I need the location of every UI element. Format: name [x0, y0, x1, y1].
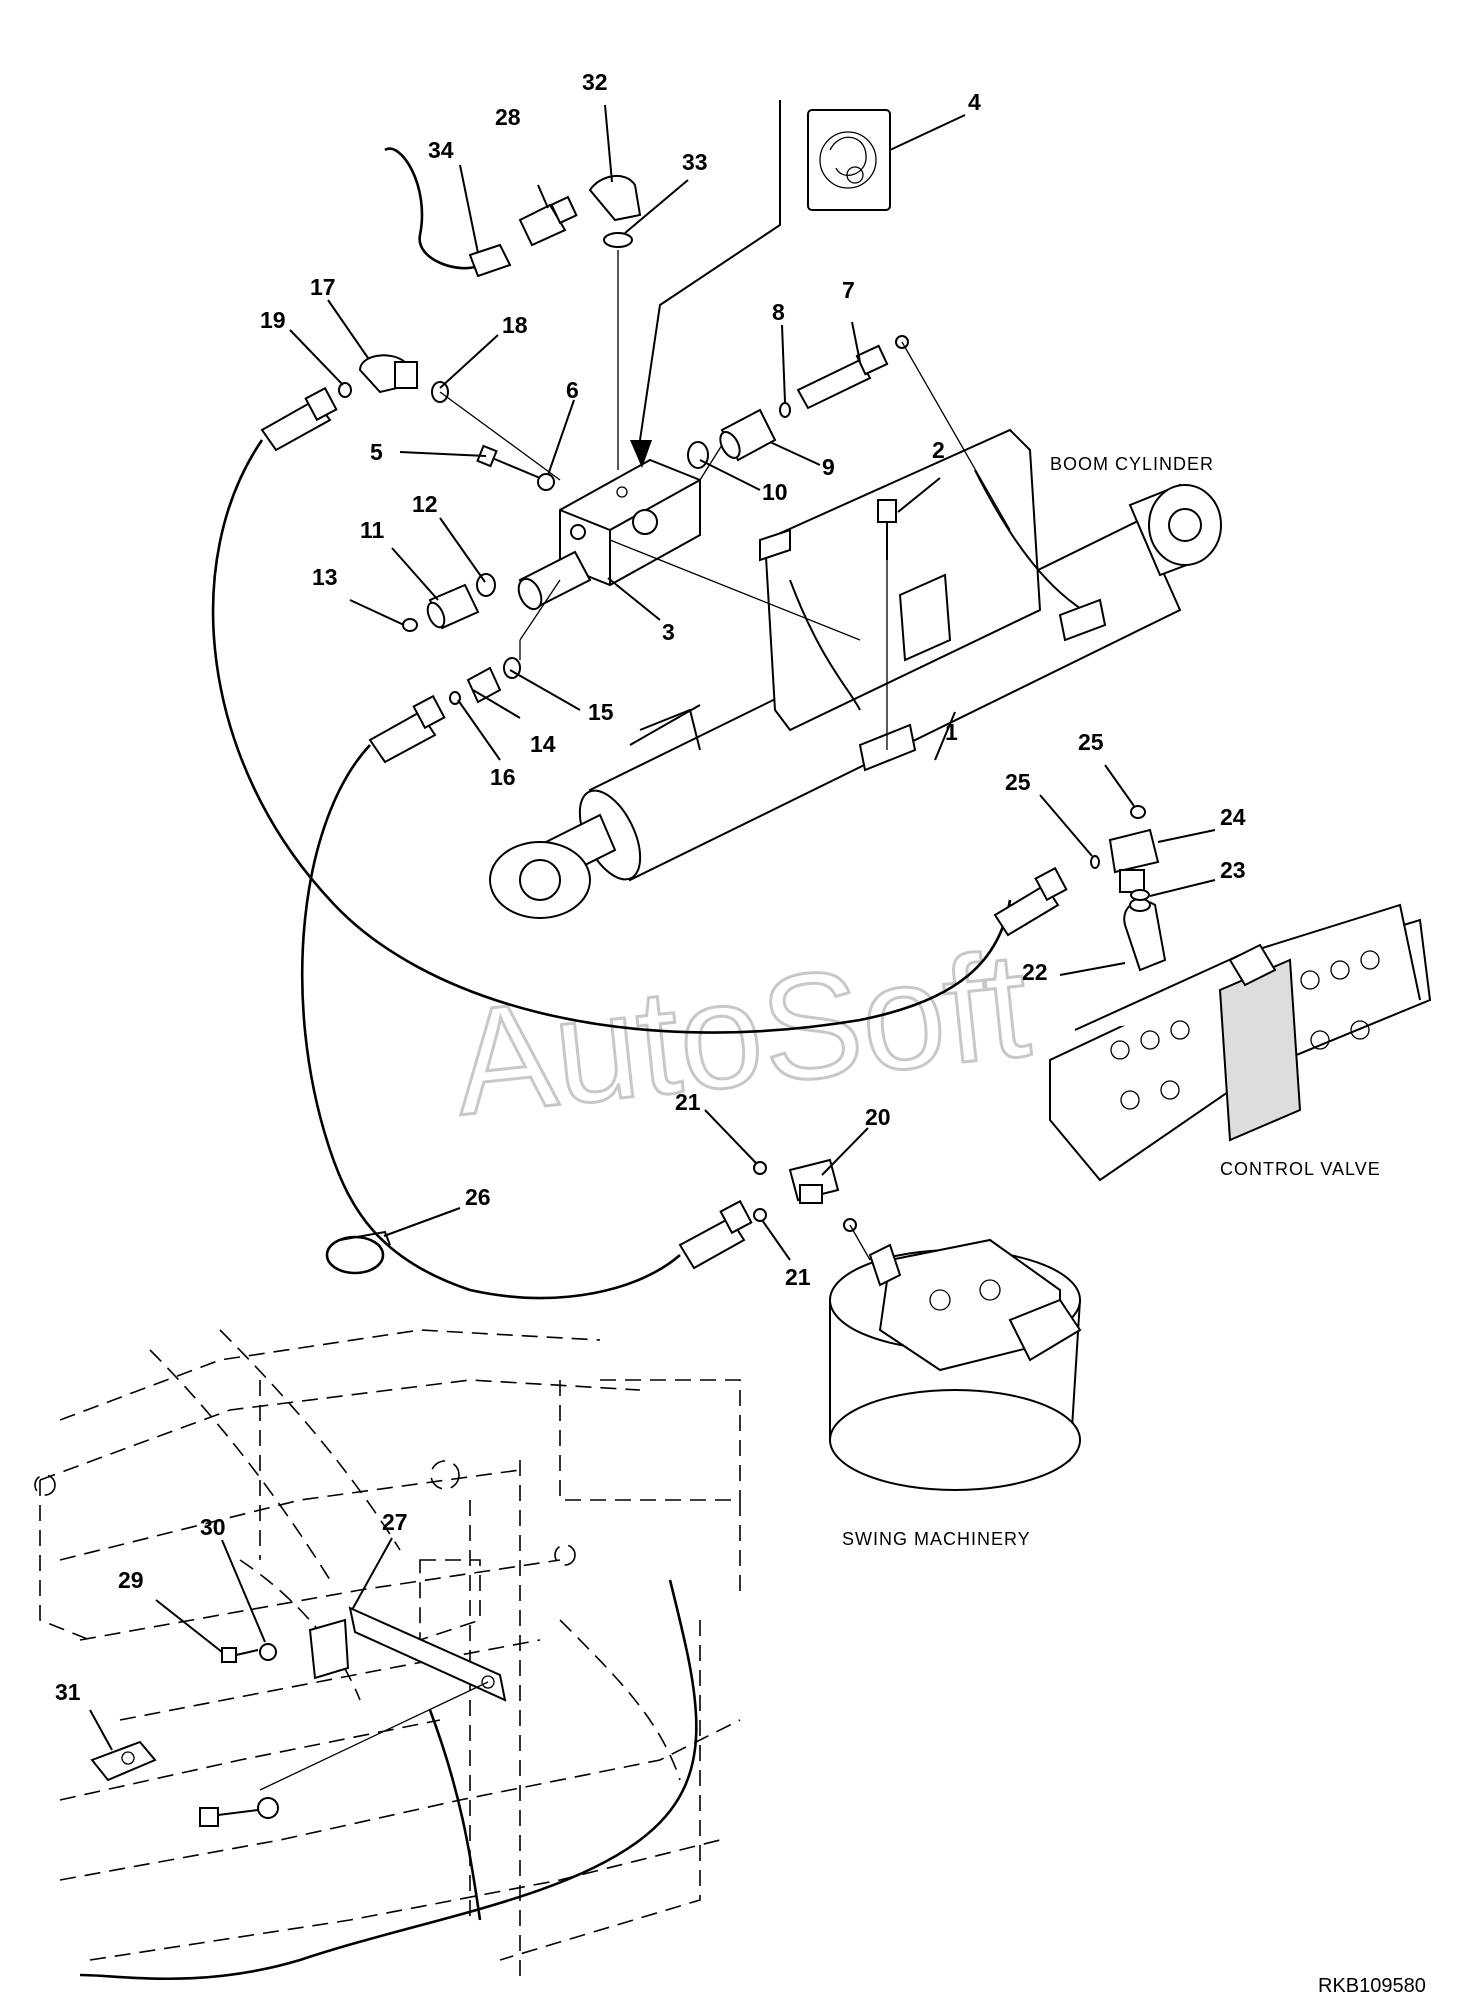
label-part-4: [630, 100, 891, 468]
callout-19: 19: [260, 307, 286, 333]
callout-16: 16: [490, 764, 516, 790]
callout-27: 27: [382, 1509, 408, 1535]
callout-14: 14: [530, 731, 556, 757]
callout-30: 30: [200, 1514, 226, 1540]
callout-21a: 21: [675, 1089, 701, 1115]
hoses: [79, 147, 1012, 1981]
callout-26: 26: [465, 1184, 491, 1210]
callout-10: 10: [762, 479, 788, 505]
hose-end-near-24: [993, 866, 1068, 937]
callout-15: 15: [588, 699, 614, 725]
document-number: RKB109580: [1318, 1975, 1426, 1997]
control-valve: [1049, 903, 1432, 1182]
callout-11: 11: [360, 517, 385, 543]
chassis-frame: [34, 1329, 741, 1980]
callout-25a: 25: [1078, 729, 1104, 755]
safety-valve-part-3: [517, 458, 701, 611]
sensor-cable-part-34: [468, 243, 512, 278]
callout-28: 28: [495, 104, 521, 130]
caption-control-valve: CONTROL VALVE: [1220, 1159, 1381, 1179]
callout-7: 7: [842, 277, 855, 303]
callout-4: 4: [968, 89, 981, 115]
callout-18: 18: [502, 312, 528, 338]
bolt-bottom: [199, 1797, 279, 1827]
callout-32: 32: [582, 69, 608, 95]
elbow-part-32: [588, 175, 642, 248]
callout-25b: 25: [1005, 769, 1031, 795]
callout-34: 34: [428, 137, 454, 163]
callout-5: 5: [370, 439, 383, 465]
callout-22: 22: [1022, 959, 1048, 985]
tee-part-24: [1090, 805, 1160, 901]
caption-swing-machinery: SWING MACHINERY: [842, 1529, 1031, 1549]
elbow-part-17: [338, 354, 449, 403]
callout-20: 20: [865, 1104, 891, 1130]
callout-13: 13: [312, 564, 338, 590]
callout-2: 2: [932, 437, 945, 463]
fitting-part-9: [687, 408, 777, 469]
callout-31: 31: [55, 1679, 81, 1705]
callout-1: 1: [945, 719, 958, 745]
caption-boom-cylinder: BOOM CYLINDER: [1050, 454, 1214, 474]
fitting-part-11: [402, 573, 496, 632]
bolt-part-2: [877, 499, 897, 750]
callout-21b: 21: [785, 1264, 811, 1290]
callout-17: 17: [310, 274, 336, 300]
fitting-part-14: [449, 657, 521, 705]
bracket-part-27: [259, 1606, 507, 1791]
leader-lines: [89, 104, 1216, 1751]
callout-12: 12: [412, 491, 438, 517]
callout-numbers: 1 2 3 4 5 6 7 8 9 10 11 12 13 14 15 16 1…: [55, 69, 1246, 1705]
fitting-part-7: [779, 335, 909, 418]
callout-33: 33: [682, 149, 708, 175]
tee-part-20: [753, 1158, 871, 1261]
washer-part-30: [259, 1643, 277, 1661]
bracket-part-1: [759, 428, 1107, 772]
callout-24: 24: [1220, 804, 1246, 830]
clamp-part-26: [325, 1230, 391, 1275]
hose-end-19: [260, 386, 338, 452]
callout-29: 29: [118, 1567, 144, 1593]
callout-8: 8: [772, 299, 785, 325]
bolt-part-5: [476, 444, 555, 491]
callout-9: 9: [822, 454, 835, 480]
swing-machinery: [829, 1238, 1082, 1491]
plate-part-31: [90, 1740, 157, 1782]
assembly-lines: [439, 250, 1011, 660]
callout-3: 3: [662, 619, 675, 645]
hose-end-near-20: [678, 1199, 753, 1270]
hose-end-16: [368, 694, 446, 764]
pressure-sensor-part-28: [518, 195, 578, 247]
bolt-part-29: [221, 1647, 259, 1663]
callout-23: 23: [1220, 857, 1246, 883]
callout-6: 6: [566, 377, 579, 403]
elbow-part-22: [1123, 898, 1167, 972]
